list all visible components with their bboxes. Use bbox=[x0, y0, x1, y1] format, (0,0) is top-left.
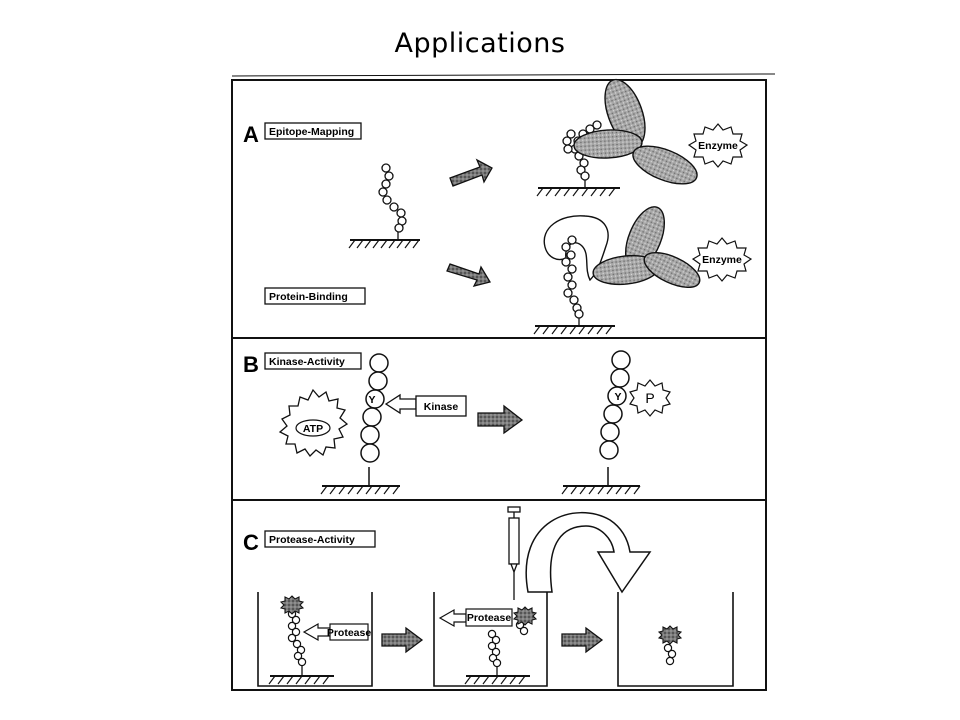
protease-left-label: Protease bbox=[327, 627, 372, 639]
well-middle-contents: Protease bbox=[438, 606, 538, 676]
arrow-a-bottom bbox=[446, 263, 492, 287]
antibody-top bbox=[573, 78, 698, 185]
well-right-contents bbox=[657, 625, 683, 666]
slide-title: Applications bbox=[394, 28, 566, 59]
figure-frame bbox=[231, 73, 776, 691]
surface-c-middle bbox=[464, 675, 530, 685]
atp-label: ATP bbox=[303, 423, 323, 435]
protein-binding-label: Protein-Binding bbox=[269, 291, 348, 303]
surface-a-bottom bbox=[533, 325, 615, 335]
syringe bbox=[507, 506, 521, 600]
epitope-peptide bbox=[562, 120, 602, 188]
protease-box-middle: Protease bbox=[438, 608, 513, 628]
surface-c-left bbox=[268, 675, 334, 685]
kinase-activity-label: Kinase-Activity bbox=[269, 356, 345, 368]
phosphate-label: P bbox=[645, 390, 654, 406]
enzyme-bottom-label: Enzyme bbox=[702, 254, 742, 266]
phosphate-burst: P bbox=[629, 379, 671, 417]
binding-peptide bbox=[561, 235, 584, 326]
panel-b-letter: B bbox=[243, 352, 259, 377]
enzyme-top: Enzyme bbox=[687, 123, 749, 168]
surface-a bbox=[348, 239, 420, 249]
arrow-c-1 bbox=[381, 626, 424, 654]
tyrosine-left-label: Y bbox=[368, 394, 375, 406]
peptide-chain-a bbox=[378, 163, 407, 240]
kinase-substrate-chain bbox=[360, 353, 389, 486]
arrow-c-2 bbox=[561, 626, 604, 654]
panel-c-letter: C bbox=[243, 530, 259, 555]
arrow-a-top bbox=[449, 158, 493, 187]
surface-a-top bbox=[536, 187, 620, 197]
panel-c: C Protease-Activity bbox=[243, 506, 734, 687]
epitope-mapping-label: Epitope-Mapping bbox=[269, 126, 354, 138]
kinase-label: Kinase bbox=[424, 401, 459, 413]
phosphorylated-chain bbox=[599, 350, 631, 486]
kinase-box: Kinase bbox=[384, 393, 467, 417]
surface-b-left bbox=[320, 485, 400, 495]
protease-box-left: Protease bbox=[302, 622, 372, 642]
transfer-arrow bbox=[525, 512, 652, 594]
wells bbox=[257, 592, 734, 687]
panel-a: A Epitope-Mapping Protein-Binding bbox=[243, 78, 753, 335]
arrow-b bbox=[477, 404, 524, 435]
enzyme-top-label: Enzyme bbox=[698, 140, 738, 152]
protease-middle-label: Protease bbox=[467, 612, 512, 624]
well-left-contents: Protease bbox=[279, 595, 372, 676]
surface-b-right bbox=[561, 485, 641, 495]
atp-burst: ATP bbox=[278, 388, 349, 458]
tyrosine-right-label: Y bbox=[614, 391, 621, 403]
enzyme-bottom: Enzyme bbox=[691, 237, 753, 282]
panel-b: B Kinase-Activity ATP Y Kinase bbox=[243, 350, 671, 495]
antibody-bottom bbox=[592, 206, 701, 289]
panel-a-letter: A bbox=[243, 122, 259, 147]
protease-activity-label: Protease-Activity bbox=[269, 534, 355, 546]
